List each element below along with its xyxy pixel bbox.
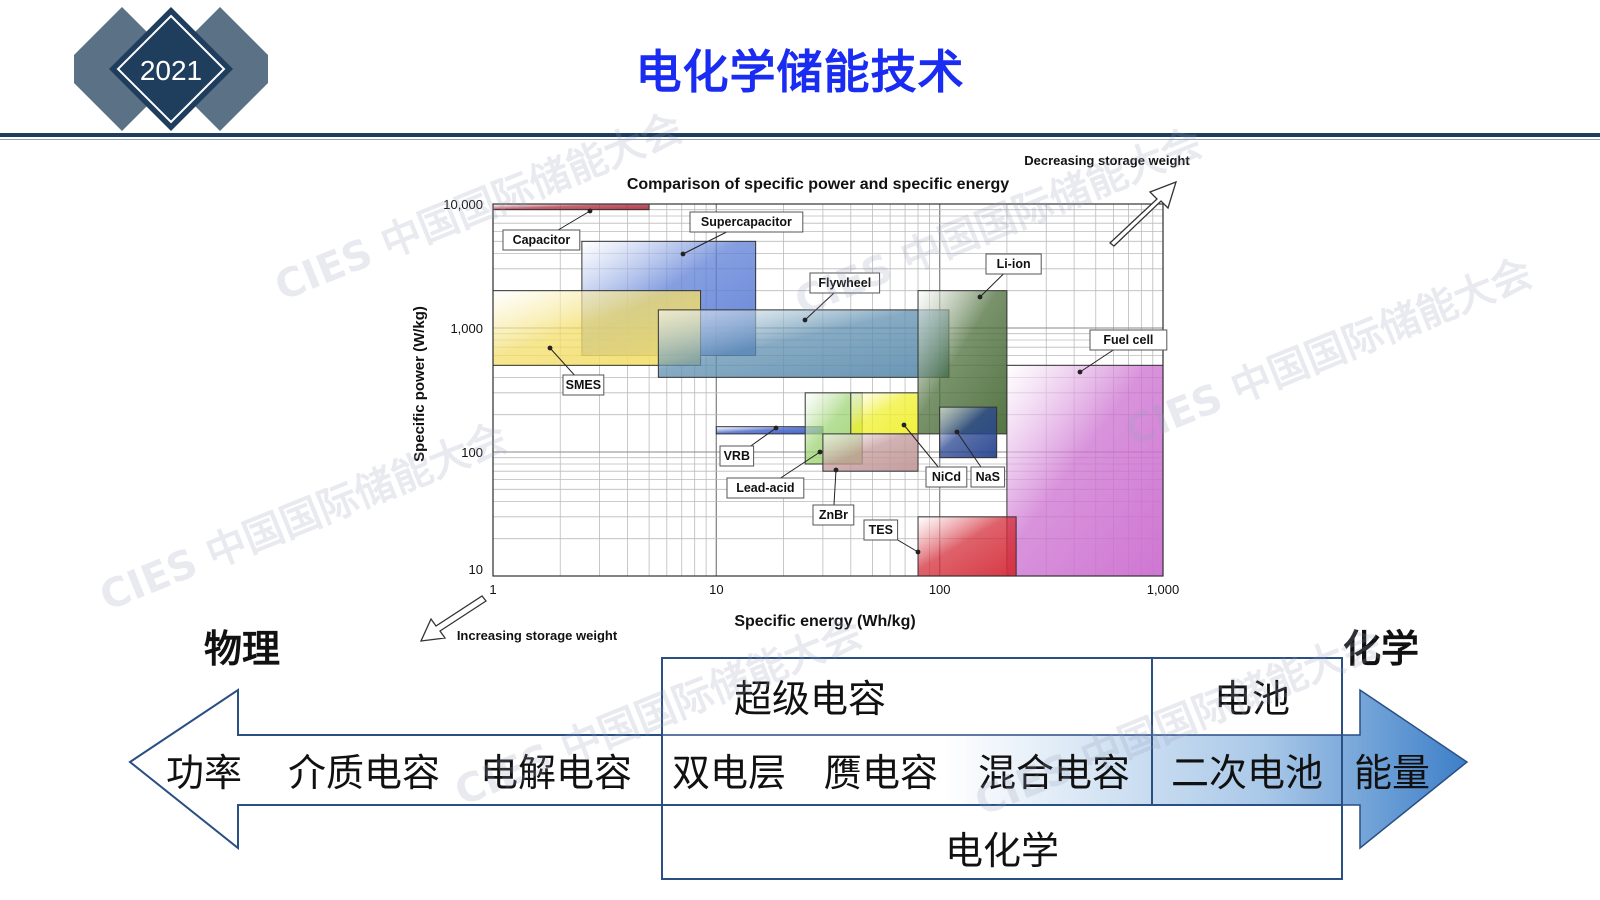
y-tick-label: 1,000 xyxy=(450,321,483,336)
x-tick-label: 10 xyxy=(709,582,723,597)
callout-box xyxy=(719,445,755,467)
label-pseudo-capacitor: 赝电容 xyxy=(824,751,938,795)
label-dielectric-capacitor: 介质电容 xyxy=(288,751,440,795)
region-label: TES xyxy=(869,523,893,537)
decreasing-weight-arrow-icon xyxy=(1108,180,1178,247)
callout-arrowhead xyxy=(547,345,553,351)
y-tick-label: 10 xyxy=(469,562,483,577)
callout-arrowhead xyxy=(977,294,983,300)
conference-logo: 2021 xyxy=(74,7,268,131)
callout-box xyxy=(925,466,968,488)
logo-inner-outline xyxy=(116,14,226,124)
callout-arrowhead xyxy=(680,251,686,257)
region-nas xyxy=(939,406,998,459)
label-electrochemistry: 电化学 xyxy=(945,829,1059,873)
callout-box xyxy=(1089,329,1168,351)
region-label: Li-ion xyxy=(997,257,1031,271)
callout-arrowhead xyxy=(901,422,907,428)
region-label: ZnBr xyxy=(819,508,848,522)
region-label: Fuel cell xyxy=(1103,333,1153,347)
callout-arrowhead xyxy=(915,549,921,555)
label-super-capacitor: 超级电容 xyxy=(734,677,886,721)
logo-year: 2021 xyxy=(140,55,202,86)
power-energy-chart: 1 10 100 1,000 10 100 1,000 10,000 Capacitor Sup… xyxy=(411,153,1190,643)
x-tick-label: 100 xyxy=(929,582,951,597)
callout-box xyxy=(809,272,881,294)
callout-box xyxy=(970,466,1006,488)
callout-arrowhead xyxy=(833,467,839,473)
callout-box xyxy=(562,374,605,396)
x-tick-label: 1,000 xyxy=(1147,582,1180,597)
callout-arrowhead xyxy=(954,429,960,435)
x-tick-label: 1 xyxy=(489,582,496,597)
callout-box xyxy=(863,519,899,541)
arrow-bottom-label: Increasing storage weight xyxy=(457,628,618,643)
electrochemistry-box xyxy=(661,804,1343,880)
label-energy: 能量 xyxy=(1354,751,1430,795)
y-axis-label: Specific power (W/kg) xyxy=(411,306,428,462)
callout-box xyxy=(812,504,855,526)
callout-box xyxy=(689,211,804,233)
chart-ticks: 1 10 100 1,000 10 100 1,000 10,000 xyxy=(443,197,1179,597)
region-tes xyxy=(917,516,1017,577)
label-electrolytic-capacitor: 电解电容 xyxy=(480,751,632,795)
callout-arrowhead xyxy=(802,317,808,323)
callout-arrowhead xyxy=(1077,369,1083,375)
increasing-weight-arrow-icon xyxy=(419,595,487,642)
callout-arrowhead xyxy=(587,208,593,214)
label-chemistry: 化学 xyxy=(1343,627,1419,671)
region-label: Supercapacitor xyxy=(701,215,792,229)
chart-title: Comparison of specific power and specifi… xyxy=(627,176,1009,193)
region-fuel-cell xyxy=(1006,364,1164,577)
label-power: 功率 xyxy=(166,751,242,795)
region-label: SMES xyxy=(566,378,601,392)
callout-arrowhead xyxy=(773,425,779,431)
region-label: Capacitor xyxy=(513,233,571,247)
region-nicd xyxy=(850,392,919,435)
label-physics: 物理 xyxy=(204,627,280,671)
callout-arrowhead xyxy=(817,449,823,455)
region-label: Flywheel xyxy=(818,276,871,290)
callout-box xyxy=(502,229,581,251)
arrow-top-label: Decreasing storage weight xyxy=(1024,153,1190,168)
region-znbr xyxy=(822,433,919,472)
label-secondary-battery: 二次电池 xyxy=(1171,751,1323,795)
header-divider xyxy=(0,133,1600,137)
y-tick-label: 100 xyxy=(461,445,483,460)
logo-front-diamond xyxy=(109,7,233,131)
plot-frame xyxy=(492,203,1164,577)
callout-box xyxy=(985,253,1042,275)
x-axis-label: Specific energy (Wh/kg) xyxy=(734,613,915,630)
label-double-layer: 双电层 xyxy=(672,751,786,795)
callout-box xyxy=(726,477,805,499)
region-label: NiCd xyxy=(932,470,961,484)
region-label: VRB xyxy=(724,449,750,463)
header-divider-thin xyxy=(0,139,1600,140)
region-label: NaS xyxy=(976,470,1000,484)
label-battery: 电池 xyxy=(1214,677,1290,721)
page-title: 电化学储能技术 xyxy=(635,45,965,99)
label-hybrid-capacitor: 混合电容 xyxy=(978,751,1130,795)
region-label: Lead-acid xyxy=(736,481,794,495)
chart-regions xyxy=(492,203,1164,577)
y-tick-label: 10,000 xyxy=(443,197,483,212)
